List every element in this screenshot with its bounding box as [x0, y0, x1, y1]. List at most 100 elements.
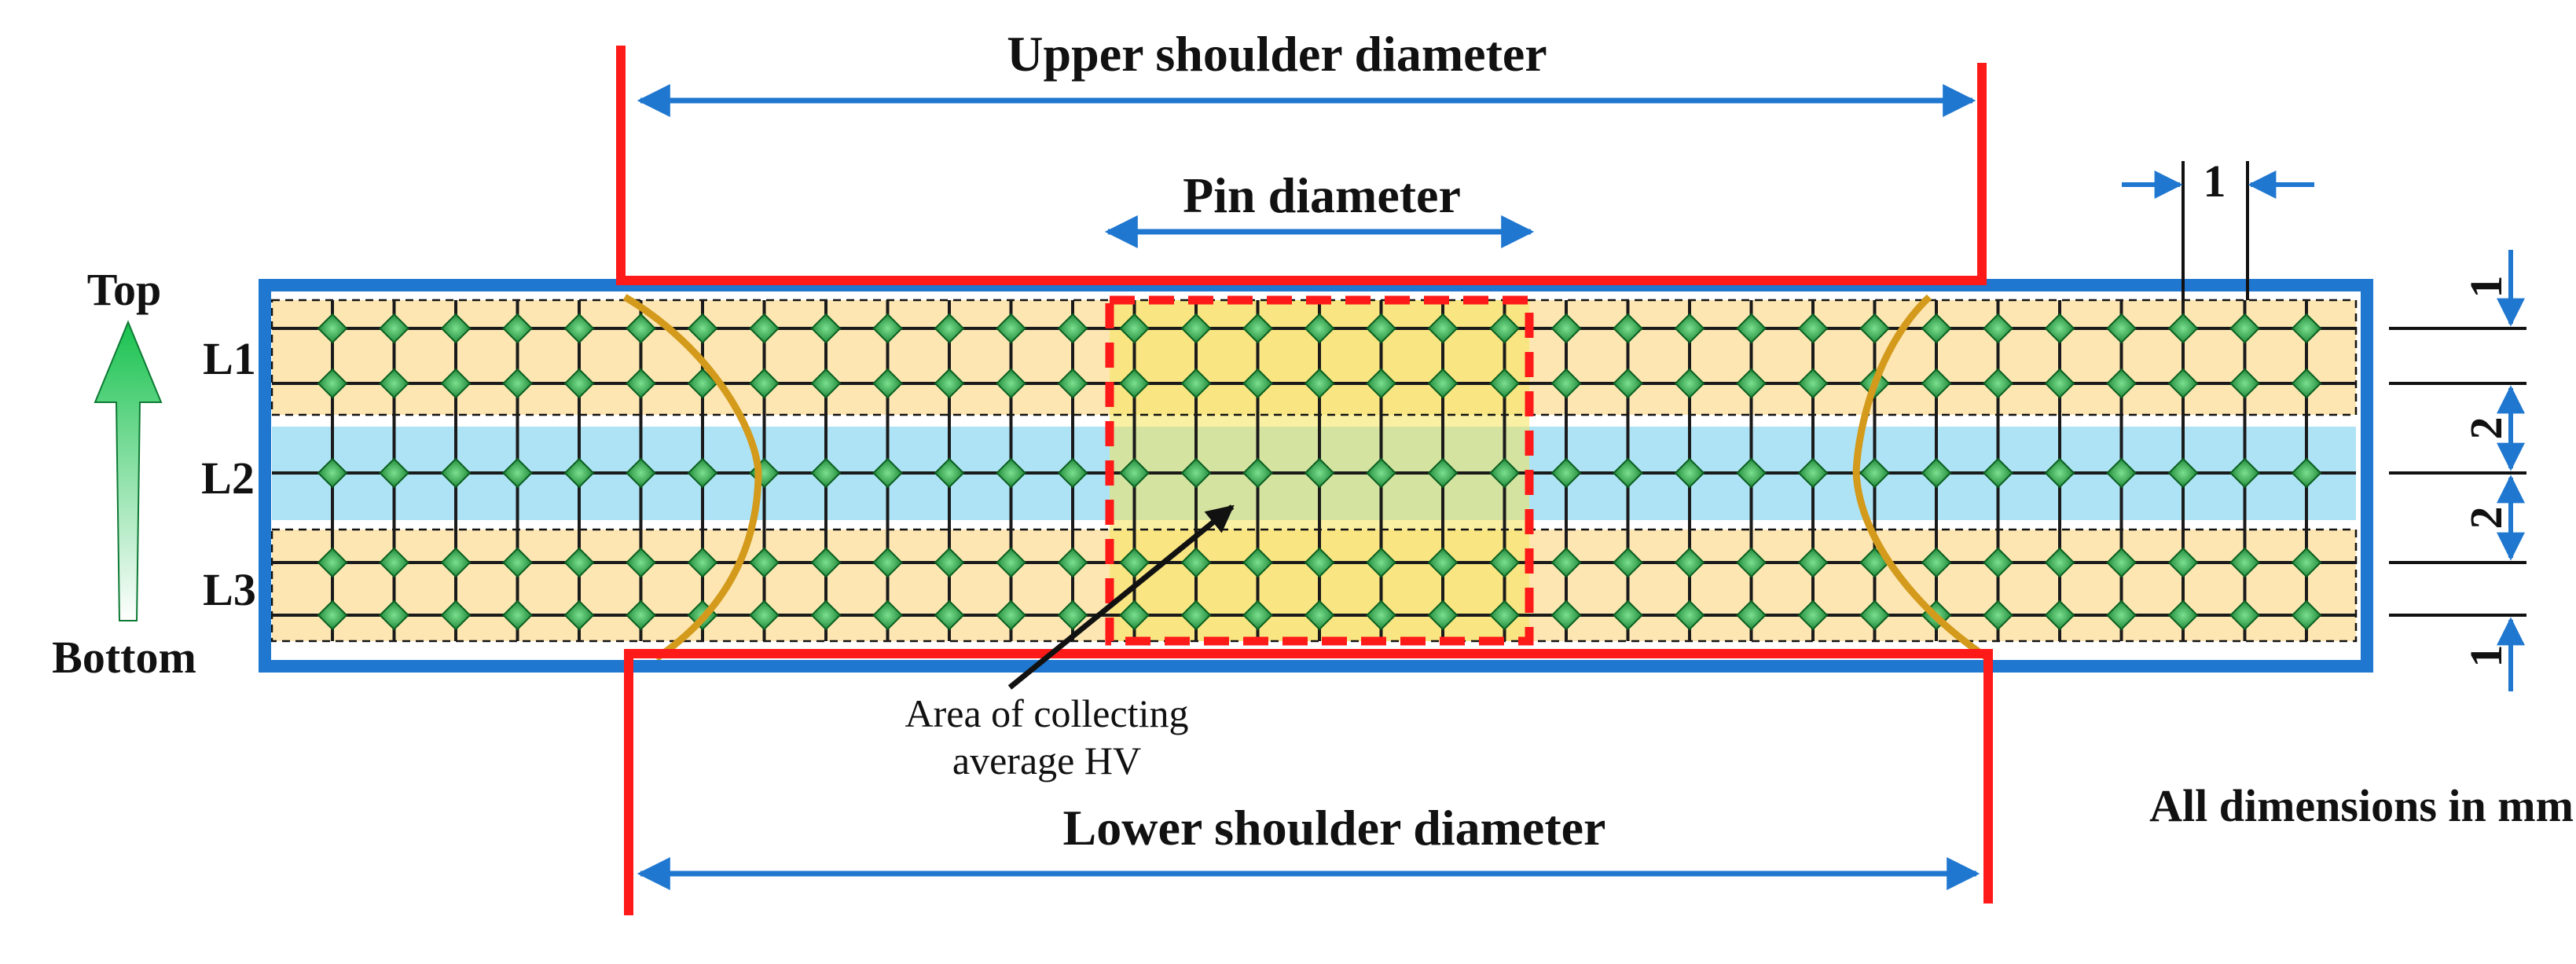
diamond-indent-icon [1797, 599, 1829, 631]
layer-label-l1: L1 [203, 333, 256, 384]
upper-shoulder-label: Upper shoulder diameter [1007, 26, 1547, 82]
bottom-label: Bottom [52, 632, 196, 683]
diamond-indent-icon [1921, 547, 1952, 578]
diamond-indent-icon [1366, 368, 1396, 399]
diamond-indent-icon [1427, 599, 1459, 631]
diamond-indent-icon [2167, 547, 2199, 578]
diamond-indent-icon [749, 547, 780, 578]
diamond-indent-icon [1613, 599, 1643, 631]
left-zone-boundary [622, 294, 762, 662]
diamond-indent-icon [1304, 313, 1335, 344]
layer-label-l2: L2 [201, 453, 255, 504]
diamond-indent-icon [1427, 457, 1459, 489]
dim-gap-upper: 2 [2460, 417, 2512, 440]
diamond-indent-icon [563, 547, 595, 578]
diamond-indent-icon [440, 313, 472, 344]
diamond-indent-icon [626, 313, 656, 344]
lower-shoulder-label: Lower shoulder diameter [1063, 800, 1606, 856]
dim-gap-lower: 2 [2460, 507, 2512, 530]
diamond-indent-icon [2167, 368, 2199, 399]
diamond-indent-icon [2106, 547, 2137, 578]
pin-label: Pin diameter [1183, 167, 1461, 223]
diamond-indent-icon [1797, 313, 1829, 344]
diamond-indent-icon [2167, 313, 2199, 344]
diamond-indent-icon [934, 457, 965, 489]
diamond-indent-icon [1983, 547, 2013, 578]
diamond-indent-icon [934, 547, 965, 578]
diamond-indent-icon [1550, 599, 1582, 631]
diamond-indent-icon [1613, 547, 1643, 578]
diamond-indent-icon [2106, 313, 2137, 344]
diamond-indent-icon [749, 368, 780, 399]
diamond-indent-icon [2167, 599, 2199, 631]
diamond-indent-icon [1180, 599, 1212, 631]
diamond-indent-icon [1304, 547, 1335, 578]
diamond-indent-icon [2044, 368, 2075, 399]
diamond-indent-icon [317, 313, 348, 344]
diamond-indent-icon [1180, 368, 1212, 399]
right-zone-boundary [1852, 294, 1991, 662]
diamond-indent-icon [1242, 457, 1273, 489]
diamond-indent-icon [872, 547, 903, 578]
diamond-indent-icon [1180, 313, 1212, 344]
diamond-indent-icon [810, 547, 842, 578]
diamond-indent-icon [1797, 368, 1829, 399]
diamond-indent-icon [1674, 547, 1705, 578]
diamond-indent-icon [440, 547, 472, 578]
diamond-indent-icon [1550, 368, 1582, 399]
diamond-indent-icon [872, 313, 903, 344]
diamond-indent-icon [2106, 599, 2137, 631]
diamond-indent-icon [2167, 457, 2199, 489]
diamond-indent-icon [1057, 599, 1088, 631]
diamond-indent-icon [1859, 457, 1890, 489]
band-l3-border [270, 528, 2358, 643]
diamond-indent-icon [996, 599, 1026, 631]
diamond-indent-icon [1366, 547, 1396, 578]
diamond-indent-icon [1242, 599, 1273, 631]
diamond-indent-icon [317, 599, 348, 631]
diamond-indent-icon [1736, 368, 1767, 399]
diamond-indent-icon [1859, 599, 1890, 631]
diamond-indent-icon [1366, 599, 1396, 631]
diamond-indent-icon [563, 599, 595, 631]
diamond-indent-icon [810, 457, 842, 489]
diamond-indent-icon [749, 313, 780, 344]
diamond-indent-icon [1242, 368, 1273, 399]
indent-markers [317, 313, 2322, 631]
diamond-indent-icon [502, 313, 533, 344]
diamond-indent-icon [317, 457, 348, 489]
diamond-indent-icon [379, 547, 409, 578]
dim-bottom-margin: 1 [2460, 645, 2512, 668]
hv-area-pointer [1007, 504, 1235, 690]
diamond-indent-icon [626, 599, 656, 631]
hv-area-label-line1: Area of collecting [905, 691, 1189, 735]
diamond-indent-icon [1119, 457, 1150, 489]
diamond-indent-icon [1427, 313, 1459, 344]
diamond-indent-icon [502, 547, 533, 578]
diamond-indent-icon [810, 313, 842, 344]
diamond-indent-icon [1613, 313, 1643, 344]
diamond-indent-icon [1736, 547, 1767, 578]
diamond-indent-icon [934, 599, 965, 631]
diamond-indent-icon [1550, 547, 1582, 578]
diamond-indent-icon [996, 547, 1026, 578]
diamond-indent-icon [1736, 457, 1767, 489]
diamond-indent-icon [996, 313, 1026, 344]
diamond-indent-icon [1736, 313, 1767, 344]
diamond-indent-icon [502, 457, 533, 489]
diamond-indent-icon [2291, 313, 2322, 344]
diamond-indent-icon [2229, 599, 2260, 631]
diamond-indent-icon [2291, 457, 2322, 489]
diamond-indent-icon [1489, 547, 1520, 578]
diamond-indent-icon [1427, 368, 1459, 399]
diamond-indent-icon [996, 368, 1026, 399]
diamond-indent-icon [2229, 313, 2260, 344]
diamond-indent-icon [2291, 368, 2322, 399]
diamond-indent-icon [626, 457, 656, 489]
units-note: All dimensions in mm [2149, 780, 2574, 831]
diamond-indent-icon [1921, 457, 1952, 489]
diamond-indent-icon [2106, 457, 2137, 489]
diamond-indent-icon [1613, 368, 1643, 399]
indent-spacing-value: 1 [2204, 156, 2226, 207]
